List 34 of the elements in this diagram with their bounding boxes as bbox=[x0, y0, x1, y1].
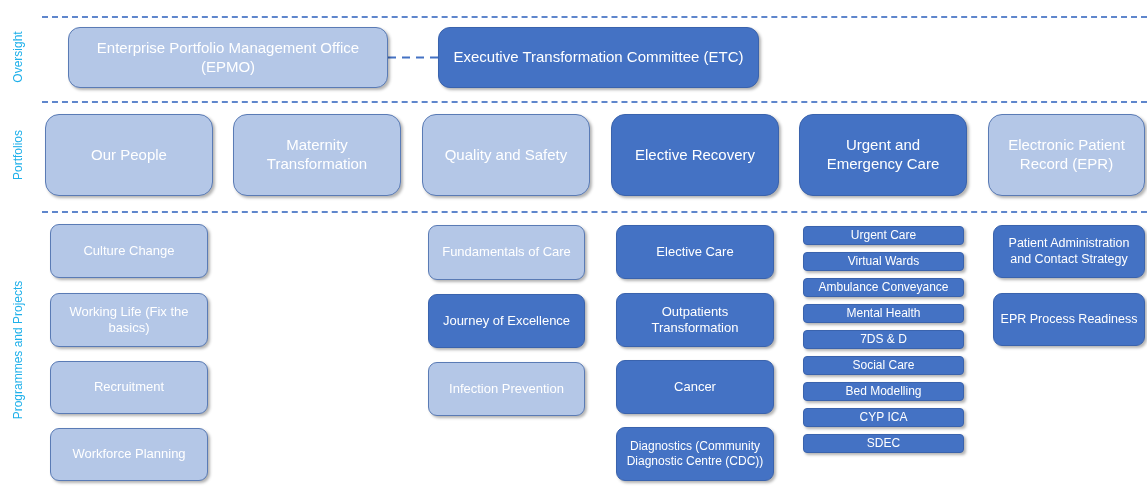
project-box: Mental Health bbox=[803, 304, 964, 323]
project-box: Patient Administration and Contact Strategy bbox=[993, 225, 1145, 278]
project-box: Journey of Excellence bbox=[428, 294, 585, 348]
oversight-box: Executive Transformation Committee (ETC) bbox=[438, 27, 759, 88]
project-box: CYP ICA bbox=[803, 408, 964, 427]
oversight-box: Enterprise Portfolio Management Office (EPMO) bbox=[68, 27, 388, 88]
row-label: Programmes and Projects bbox=[11, 280, 25, 420]
project-box: Ambulance Conveyance bbox=[803, 278, 964, 297]
project-box: Recruitment bbox=[50, 361, 208, 414]
project-box: EPR Process Readiness bbox=[993, 293, 1145, 346]
project-box: SDEC bbox=[803, 434, 964, 453]
portfolio-box: Urgent and Emergency Care bbox=[799, 114, 967, 196]
portfolio-box: Elective Recovery bbox=[611, 114, 779, 196]
project-box: Workforce Planning bbox=[50, 428, 208, 481]
row-label: Oversight bbox=[11, 31, 25, 83]
portfolio-box: Maternity Transformation bbox=[233, 114, 401, 196]
project-box: Virtual Wards bbox=[803, 252, 964, 271]
project-box: Social Care bbox=[803, 356, 964, 375]
portfolio-box: Electronic Patient Record (EPR) bbox=[988, 114, 1145, 196]
project-box: Cancer bbox=[616, 360, 774, 414]
project-box: 7DS & D bbox=[803, 330, 964, 349]
project-box: Diagnostics (Community Diagnostic Centre (CDC)) bbox=[616, 427, 774, 481]
project-box: Outpatients Transformation bbox=[616, 293, 774, 347]
row-label: Portfolios bbox=[11, 130, 25, 180]
project-box: Urgent Care bbox=[803, 226, 964, 245]
project-box: Bed Modelling bbox=[803, 382, 964, 401]
project-box: Infection Prevention bbox=[428, 362, 585, 416]
project-box: Culture Change bbox=[50, 224, 208, 278]
portfolio-box: Our People bbox=[45, 114, 213, 196]
portfolio-box: Quality and Safety bbox=[422, 114, 590, 196]
project-box: Working Life (Fix the basics) bbox=[50, 293, 208, 347]
project-box: Fundamentals of Care bbox=[428, 225, 585, 280]
project-box: Elective Care bbox=[616, 225, 774, 279]
connector-line bbox=[387, 56, 439, 59]
